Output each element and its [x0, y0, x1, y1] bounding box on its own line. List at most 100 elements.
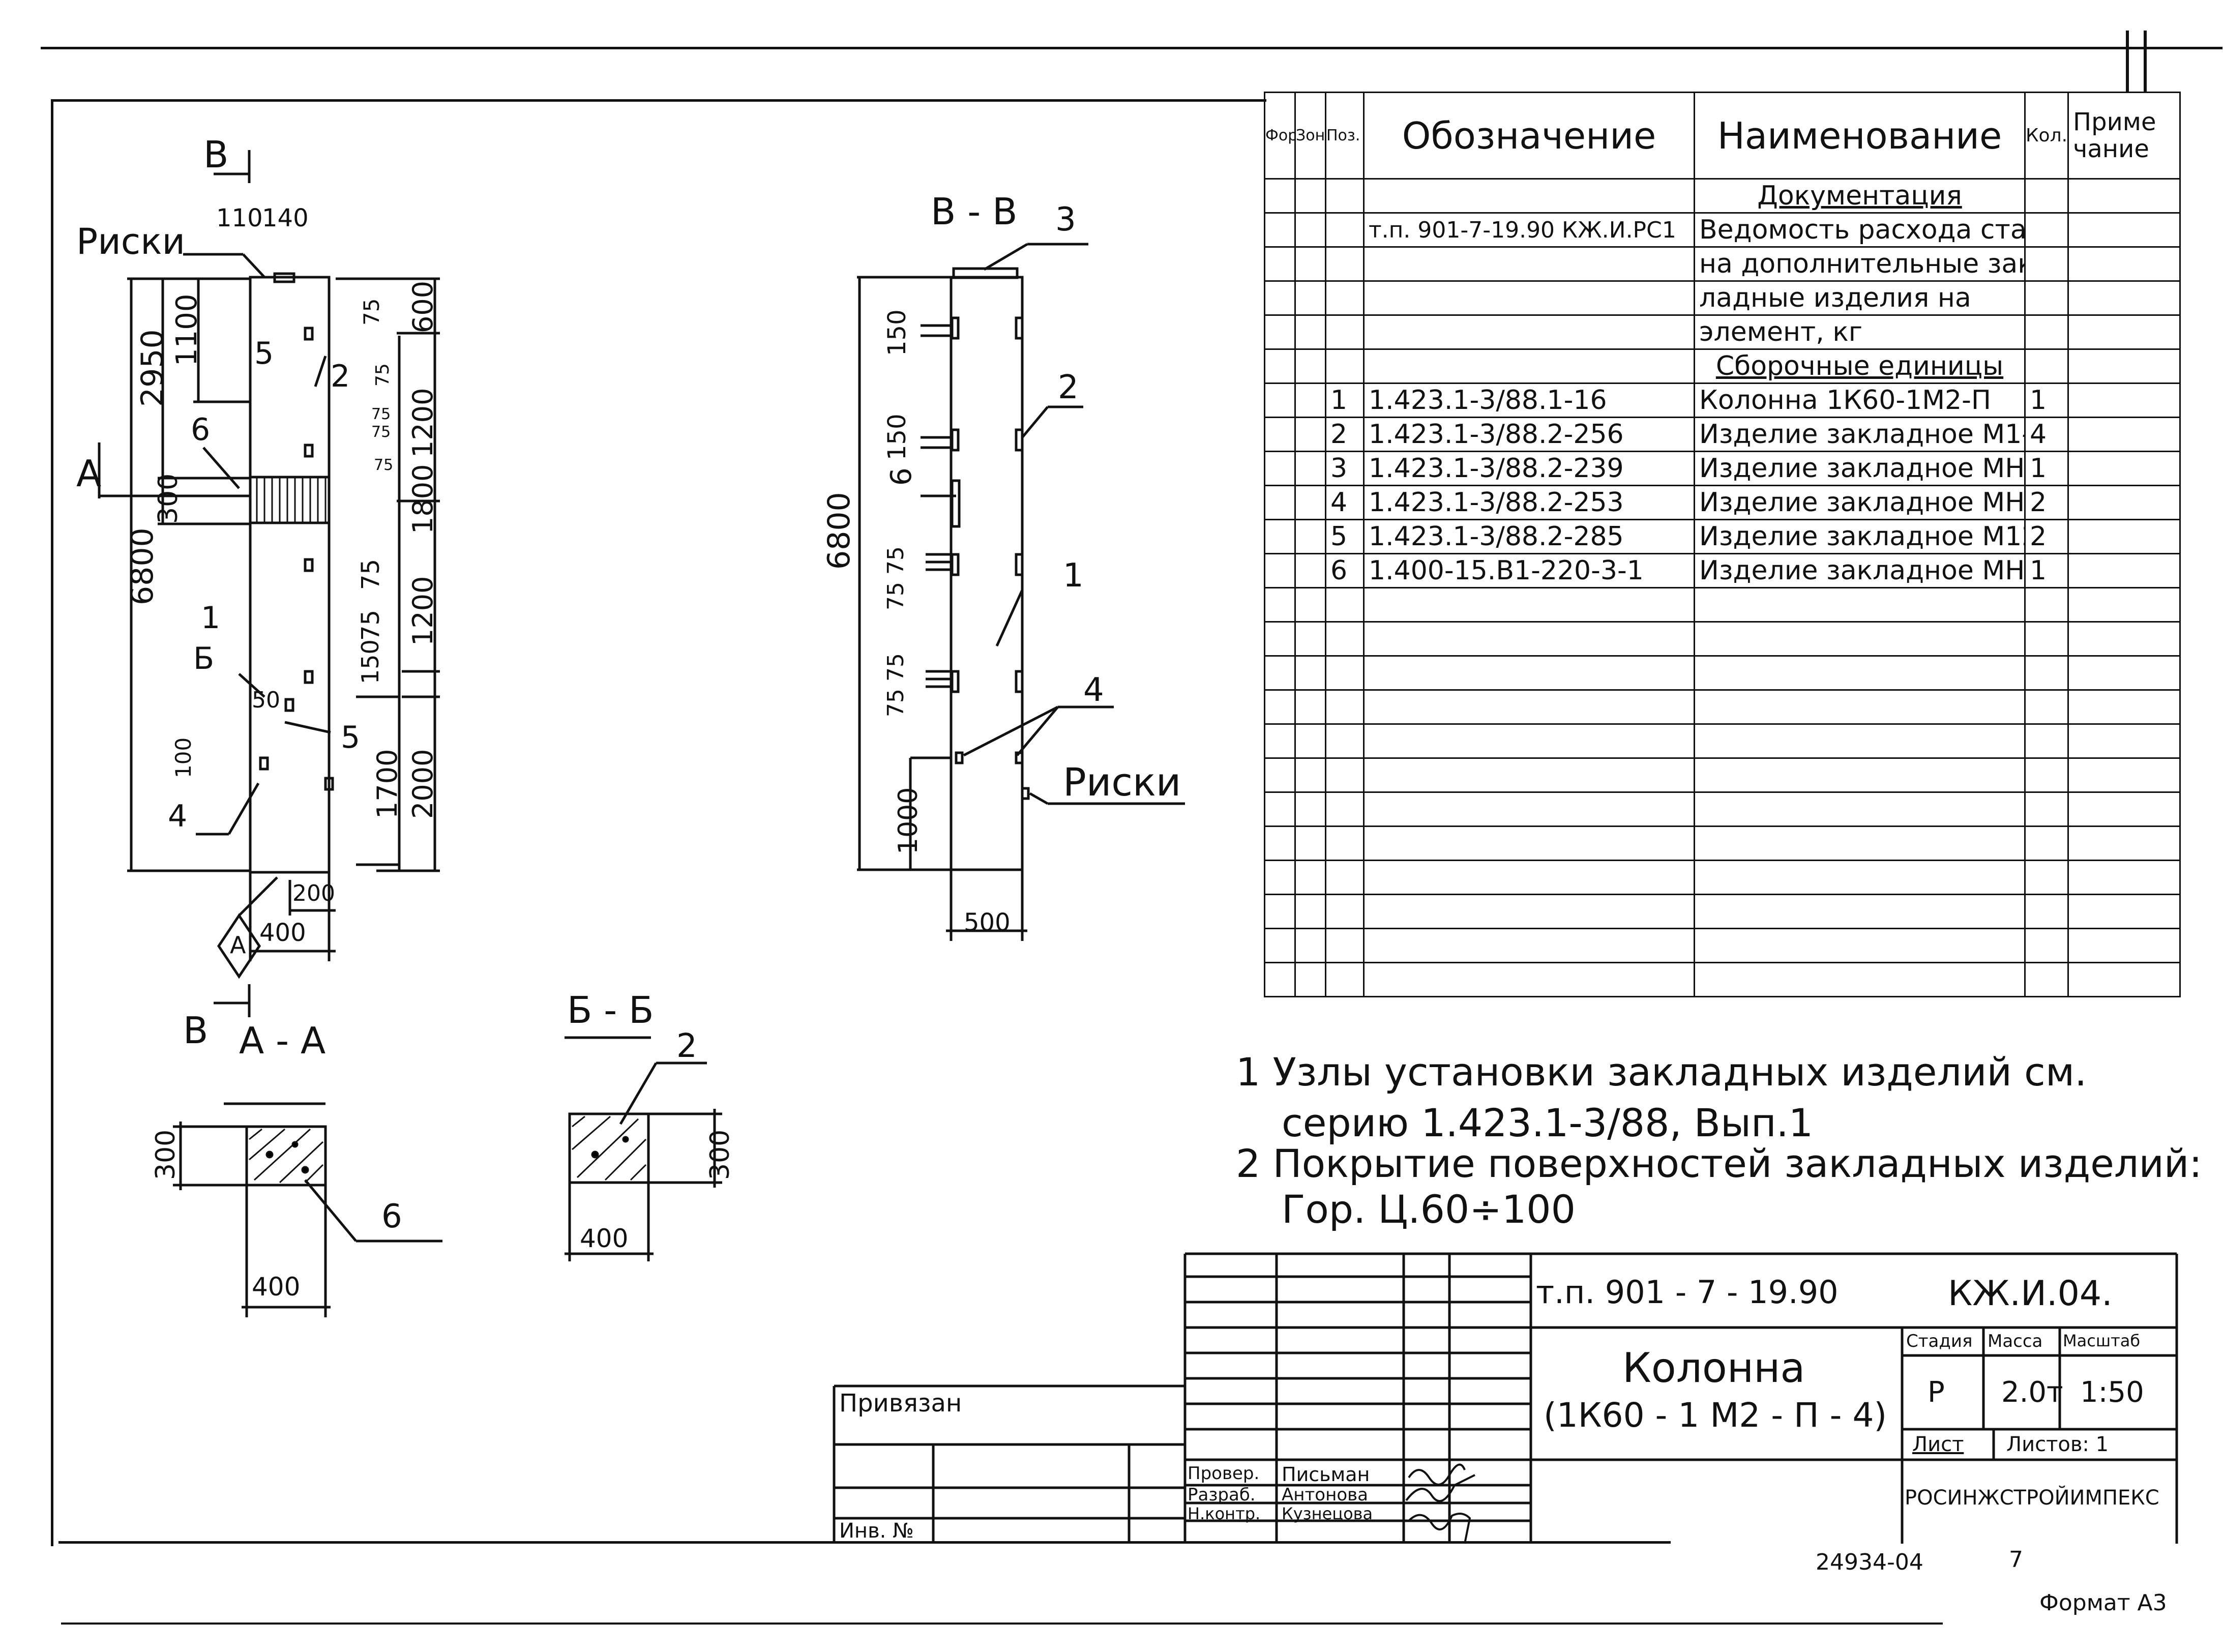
riski-label: Риски [76, 221, 185, 262]
table-row-empty [1264, 791, 2181, 827]
table-row: Сборочные единицы [1264, 348, 2181, 384]
organization: РОСИНЖСТРОЙИМПЕКС [1905, 1486, 2159, 1510]
section-bb-dim-400: 400 [580, 1224, 629, 1253]
top-border-line [41, 47, 2222, 49]
mass-label: Масса [1988, 1331, 2043, 1351]
callout-1-side: 1 [1063, 557, 1084, 595]
table-row-empty [1264, 689, 2181, 725]
callout-5-elev-bottom: 5 [341, 720, 361, 755]
table-row-empty [1264, 962, 2181, 997]
dim-75-3: 75 [371, 405, 391, 423]
section-aa-callout: 6 [381, 1198, 402, 1235]
note-2: 2 Покрытие поверхностей закладных издели… [1236, 1141, 2202, 1186]
row-heading-documentation: Документация [1694, 178, 2026, 214]
header-name: Наименование [1694, 92, 2026, 180]
callout-1-elev: 1 [201, 600, 221, 636]
table-row: элемент, кг [1264, 314, 2181, 350]
role-normcontrol: Н.контр. [1188, 1504, 1261, 1523]
section-mark-b-bottom: В [183, 1009, 209, 1052]
sheet-label: Лист [1912, 1433, 1964, 1456]
dim-200-elev: 200 [292, 880, 335, 906]
side-view-title: В - В [931, 190, 1018, 233]
scale-value: 1:50 [2080, 1376, 2144, 1409]
dim-110: 110 [216, 204, 263, 232]
role-checker: Провер. [1188, 1463, 1260, 1484]
header-zone: Зона [1294, 92, 1326, 180]
header-pos: Поз. [1325, 92, 1365, 180]
stage-value: Р [1928, 1376, 1945, 1409]
dim-140: 140 [262, 204, 309, 232]
table-row-empty [1264, 928, 2181, 963]
section-bb-callout: 2 [676, 1027, 697, 1065]
page-number: 7 [2009, 1547, 2023, 1573]
riski-label-side: Риски [1063, 759, 1181, 805]
callout-6-elev: 6 [191, 412, 211, 448]
dim-75-4: 75 [371, 423, 391, 441]
name-checker: Письман [1282, 1463, 1370, 1486]
dim-500-side: 500 [964, 908, 1011, 937]
table-row: 6 1.400-15.В1-220-3-1 Изделие закладное … [1264, 553, 2181, 588]
inv-label: Инв. № [839, 1519, 914, 1543]
doc-code: т.п. 901 - 7 - 19.90 [1536, 1274, 1839, 1311]
archive-code: 24934-04 [1816, 1549, 1923, 1575]
section-aa-title: А - А [239, 1019, 326, 1062]
table-row: 5 1.423.1-3/88.2-285 Изделие закладное М… [1264, 519, 2181, 554]
table-row-empty [1264, 587, 2181, 623]
table-row-empty [1264, 655, 2181, 691]
table-row: 4 1.423.1-3/88.2-253 Изделие закладное М… [1264, 485, 2181, 520]
table-row-empty [1264, 825, 2181, 861]
spec-table: Формат Зона Поз. Обозначение Наименовани… [1264, 92, 2181, 997]
table-row-empty [1264, 860, 2181, 895]
table-row: ладные изделия на [1264, 280, 2181, 316]
callout-4-elev: 4 [168, 799, 188, 834]
note-1: 1 Узлы установки закладных изделий см. [1236, 1049, 2087, 1095]
footer-line [61, 1622, 1943, 1625]
table-row: т.п. 901-7-19.90 КЖ.И.РС1 Ведомость расх… [1264, 212, 2181, 248]
table-row-empty [1264, 757, 2181, 793]
note-1-cont: серию 1.423.1-3/88, Вып.1 [1282, 1100, 1814, 1145]
table-row: 2 1.423.1-3/88.2-256 Изделие закладное М… [1264, 417, 2181, 452]
frame-right-tick-2 [2144, 31, 2147, 92]
section-mark-b-small: Б [193, 641, 215, 676]
frame-left-line [51, 99, 53, 1546]
header-format: Формат [1264, 92, 1296, 180]
table-row: Документация [1264, 178, 2181, 214]
table-row: 3 1.423.1-3/88.2-239 Изделие закладное М… [1264, 451, 2181, 486]
header-qty: Кол. [2024, 92, 2069, 180]
table-row-empty [1264, 621, 2181, 657]
name-normcontrol: Кузнецова [1282, 1504, 1373, 1523]
table-row: 1 1.423.1-3/88.1-16 Колонна 1К60-1М2-П 1 [1264, 382, 2181, 418]
dim-75-5: 75 [374, 456, 394, 474]
role-developer: Разраб. [1188, 1485, 1256, 1505]
section-mark-a-left: А [76, 452, 102, 495]
table-row: на дополнительные зак- [1264, 246, 2181, 282]
stage-label: Стадия [1906, 1331, 1973, 1351]
section-mark-b-top: В [203, 133, 229, 176]
table-row-empty [1264, 894, 2181, 929]
section-aa-dim-400: 400 [252, 1272, 301, 1302]
callout-4-side: 4 [1083, 671, 1104, 709]
name-developer: Антонова [1282, 1485, 1368, 1505]
scale-label: Масштаб [2063, 1331, 2141, 1350]
dim-50: 50 [252, 687, 280, 713]
callout-2-elev: 2 [331, 359, 350, 394]
header-note: Приме чание [2067, 92, 2181, 180]
table-row-empty [1264, 723, 2181, 759]
callout-5-elev-top: 5 [254, 336, 274, 371]
element-name-line-2: (1К60 - 1 М2 - П - 4) [1544, 1396, 1887, 1435]
frame-right-tick [2126, 31, 2129, 92]
callout-2-side: 2 [1058, 369, 1079, 406]
section-bb-title: Б - Б [567, 989, 654, 1031]
dim-400-elev: 400 [259, 919, 306, 947]
sheets-label: Листов: 1 [2006, 1433, 2109, 1456]
node-a-mark: А [230, 931, 246, 959]
row-heading-assembly: Сборочные единицы [1694, 348, 2026, 384]
frame-top-line [51, 99, 1266, 102]
format-mark: Формат А3 [2039, 1590, 2167, 1616]
callout-3-side: 3 [1055, 201, 1076, 239]
frame-bottom-line [58, 1541, 1671, 1544]
mass-value: 2.0т [2001, 1376, 2063, 1409]
